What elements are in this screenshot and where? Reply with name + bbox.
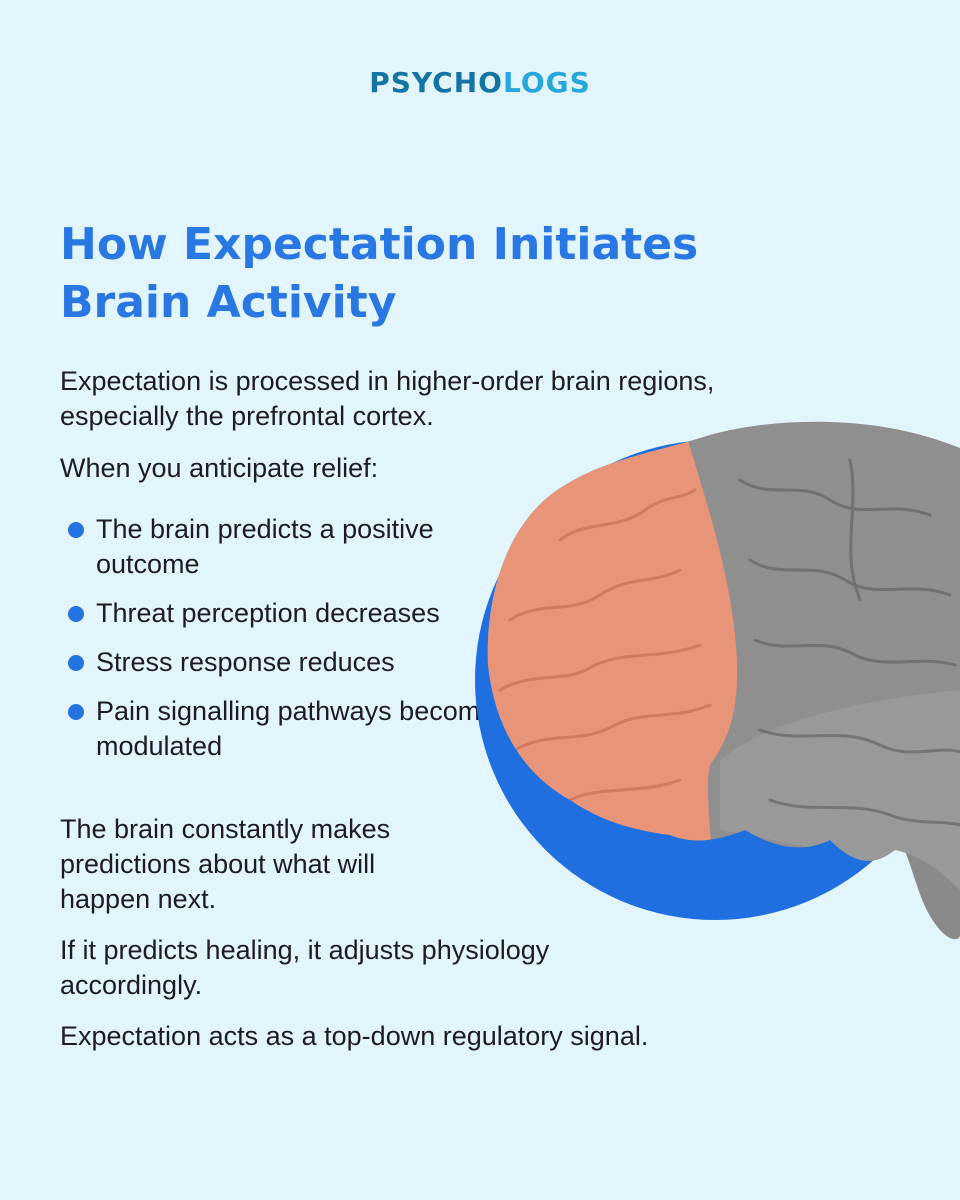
bullet-text: Stress response reduces <box>96 647 395 677</box>
brand-logo: PSYCHOLOGS <box>0 66 960 99</box>
bullet-text: The brain predicts a positive outcome <box>96 514 434 579</box>
signal-paragraph: Expectation acts as a top-down regulator… <box>60 1021 649 1051</box>
healing-paragraph: If it predicts healing, it adjusts physi… <box>60 935 550 1000</box>
title-line-1: How Expectation Initiates <box>60 219 699 270</box>
bullet-dot-icon <box>68 655 84 671</box>
lead-paragraph: When you anticipate relief: <box>60 453 379 483</box>
brain-illustration <box>475 421 960 940</box>
bullet-list: The brain predicts a positive outcome Th… <box>60 512 500 778</box>
bullet-item: Threat perception decreases <box>60 596 500 631</box>
bullet-item: Pain signalling pathways become modulate… <box>60 694 500 764</box>
bullet-dot-icon <box>68 704 84 720</box>
predictions-paragraph: The brain constantly makes predictions a… <box>60 814 391 914</box>
bullet-item: Stress response reduces <box>60 645 500 680</box>
title-line-2: Brain Activity <box>60 277 397 328</box>
bullet-dot-icon <box>68 606 84 622</box>
bullet-text: Pain signalling pathways become modulate… <box>96 696 496 761</box>
bullet-text: Threat perception decreases <box>96 598 440 628</box>
intro-paragraph: Expectation is processed in higher-order… <box>60 366 715 431</box>
logo-text-psycho: PSYCHO <box>369 66 503 99</box>
bullet-dot-icon <box>68 522 84 538</box>
logo-text-logs: LOGS <box>502 66 591 99</box>
bullet-item: The brain predicts a positive outcome <box>60 512 500 582</box>
temporal-lobe-shape <box>720 690 960 890</box>
page-title: How Expectation Initiates Brain Activity <box>60 216 740 332</box>
